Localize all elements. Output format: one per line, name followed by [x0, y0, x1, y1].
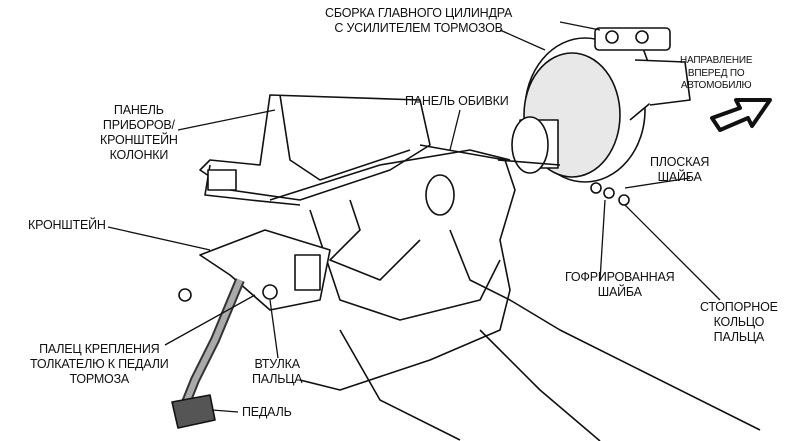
leader-lines	[107, 21, 721, 413]
label-pin-bushing: ВТУЛКА ПАЛЬЦА	[252, 357, 303, 387]
pedal-bracket-drawing	[171, 229, 331, 429]
label-flat-washer: ПЛОСКАЯ ШАЙБА	[650, 155, 709, 185]
firewall-drawing	[299, 144, 761, 441]
label-line: ТОРМОЗА	[69, 372, 130, 386]
washers-drawing	[590, 182, 630, 206]
label-line: ГОФРИРОВАННАЯ	[565, 270, 675, 284]
label-retainer: СТОПОРНОЕ КОЛЬЦО ПАЛЬЦА	[700, 300, 778, 345]
label-line: ПАЛЬЦА	[252, 372, 303, 386]
label-wave-washer: ГОФРИРОВАННАЯ ШАЙБА	[565, 270, 675, 300]
label-line: ВТУЛКА	[254, 357, 300, 371]
label-line: НАПРАВЛЕНИЕ	[680, 55, 753, 66]
label-line: КОЛЬЦО	[713, 315, 765, 329]
label-line: С УСИЛИТЕЛЕМ ТОРМОЗОВ	[334, 21, 503, 35]
label-bracket: КРОНШТЕЙН	[28, 218, 106, 232]
label-direction: НАПРАВЛЕНИЕ ВПЕРЕД ПО АВТОМОБИЛЮ	[680, 55, 753, 93]
instrument-panel-drawing	[199, 94, 511, 206]
forward-arrow-icon	[710, 98, 772, 132]
label-pushrod-pin: ПАЛЕЦ КРЕПЛЕНИЯ ТОЛКАТЕЛЮ К ПЕДАЛИ ТОРМО…	[30, 342, 169, 387]
label-line: КОЛОНКИ	[109, 148, 169, 162]
label-line: ШАЙБА	[657, 170, 702, 184]
label-line: АВТОМОБИЛЮ	[680, 80, 752, 91]
label-line: ВПЕРЕД ПО	[687, 67, 745, 79]
label-line: СБОРКА ГЛАВНОГО ЦИЛИНДРА	[325, 6, 513, 20]
brake-booster-drawing	[497, 27, 691, 183]
label-line: ПАЛЕЦ КРЕПЛЕНИЯ	[39, 342, 160, 356]
label-instrument-panel: ПАНЕЛЬ ПРИБОРОВ/ КРОНШТЕЙН КОЛОНКИ	[100, 103, 178, 163]
label-line: ПАЛЬЦА	[713, 330, 765, 344]
label-line: КРОНШТЕЙН	[100, 133, 178, 147]
label-master-cylinder: СБОРКА ГЛАВНОГО ЦИЛИНДРА С УСИЛИТЕЛЕМ ТО…	[325, 6, 512, 36]
label-pedal: ПЕДАЛЬ	[242, 405, 292, 419]
label-line: ТОЛКАТЕЛЮ К ПЕДАЛИ	[30, 357, 169, 371]
label-line: ПЛОСКАЯ	[650, 155, 710, 169]
label-line: ПАНЕЛЬ	[113, 103, 164, 117]
label-line: СТОПОРНОЕ	[700, 300, 778, 314]
label-line: ПРИБОРОВ/	[102, 118, 175, 132]
label-trim-panel: ПАНЕЛЬ ОБИВКИ	[405, 94, 509, 108]
label-line: ШАЙБА	[597, 285, 642, 299]
